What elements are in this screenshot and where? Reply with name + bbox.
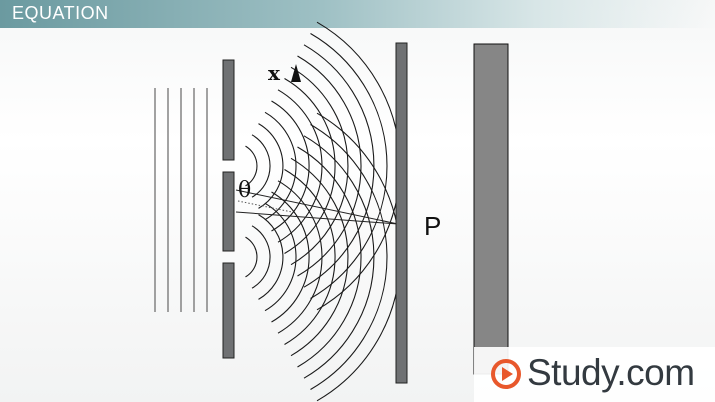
x-label: x bbox=[268, 61, 281, 85]
slit-barrier bbox=[222, 59, 235, 359]
point-p-label: P bbox=[424, 211, 441, 241]
ray-top bbox=[235, 189, 399, 225]
wave-arc bbox=[251, 225, 271, 289]
diffraction-waves-top bbox=[245, 21, 401, 311]
fringe-pattern bbox=[473, 43, 509, 375]
wave-arc bbox=[297, 55, 362, 277]
wave-arc bbox=[284, 78, 336, 254]
wave-arc bbox=[251, 134, 271, 198]
theta-label: θ bbox=[238, 178, 251, 203]
wave-arc bbox=[258, 214, 284, 300]
wave-arc bbox=[271, 191, 310, 323]
wave-arc bbox=[284, 169, 336, 345]
rays bbox=[235, 189, 399, 225]
wave-arc bbox=[258, 123, 284, 209]
wave-arc bbox=[271, 100, 310, 232]
wave-arc bbox=[316, 21, 401, 311]
x-arrow-head bbox=[291, 64, 301, 82]
logo-text: Study.com bbox=[527, 352, 695, 393]
barrier-top bbox=[222, 59, 235, 161]
screen bbox=[395, 42, 408, 384]
header-bar: EQUATION bbox=[0, 0, 715, 28]
header-title: EQUATION bbox=[12, 3, 109, 23]
wave-arc bbox=[303, 135, 375, 379]
play-circle-icon bbox=[491, 359, 521, 389]
wave-arc bbox=[290, 157, 349, 357]
wave-arc bbox=[310, 124, 388, 390]
barrier-middle bbox=[222, 171, 235, 252]
ray-bottom bbox=[235, 211, 399, 225]
ray-center-dotted bbox=[237, 200, 293, 213]
diffraction-waves-bottom bbox=[245, 112, 401, 402]
wave-arc bbox=[277, 180, 323, 334]
fringe-strip bbox=[473, 43, 509, 375]
wave-arc bbox=[245, 145, 258, 187]
wave-arc bbox=[316, 112, 401, 402]
wave-arc bbox=[277, 89, 323, 243]
wave-arc bbox=[245, 236, 258, 278]
incoming-wavefronts bbox=[154, 88, 208, 312]
wave-arc bbox=[290, 66, 349, 266]
study-logo: Study.com bbox=[474, 347, 715, 402]
wave-arc bbox=[310, 33, 388, 299]
wave-arc bbox=[264, 202, 297, 312]
wave-arc bbox=[264, 111, 297, 221]
barrier-bottom bbox=[222, 262, 235, 359]
wave-arc bbox=[303, 44, 375, 288]
wave-arc bbox=[297, 146, 362, 368]
